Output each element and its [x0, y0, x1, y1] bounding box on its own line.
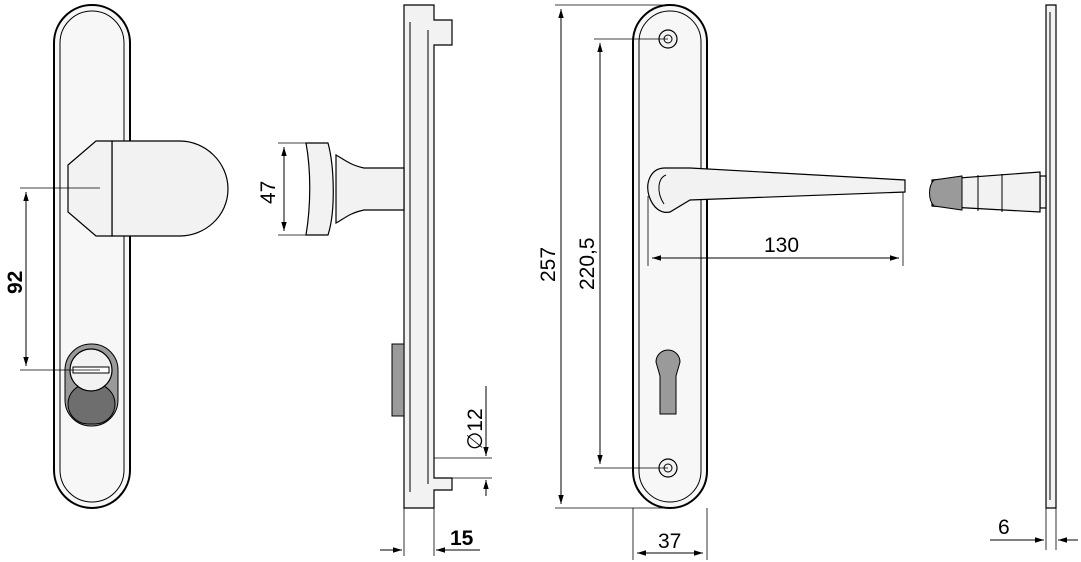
lever-side-tip: [929, 175, 963, 211]
knob-side: [305, 142, 334, 236]
lever-arm: [647, 167, 906, 213]
plate-bevel: [59, 10, 125, 503]
keyhole: [655, 349, 681, 415]
dim-label-47: 47: [257, 181, 280, 204]
cylinder-cover: [64, 343, 119, 427]
dim-label-12: ∅12: [464, 408, 487, 450]
side-view-knob: 47 ∅12 15: [257, 4, 492, 556]
escutcheon-plate: [53, 4, 131, 509]
dim-label-37: 37: [658, 530, 681, 553]
side-cylinder-cover: [391, 343, 405, 417]
dim-label-130: 130: [764, 234, 799, 257]
side-view-lever: 6: [929, 4, 1078, 550]
front-view-lever: 257 220,5 130 37: [537, 4, 906, 560]
lever-side-plate: [1045, 4, 1057, 509]
dim-label-92: 92: [4, 271, 27, 294]
dim-label-257: 257: [537, 247, 560, 282]
knob-cap: [111, 140, 229, 237]
knob-stem: [335, 153, 405, 225]
front-view-knob: 92: [4, 4, 229, 509]
dim-label-6: 6: [998, 516, 1010, 539]
dim-label-15: 15: [450, 527, 474, 550]
lever-plate: [632, 4, 708, 509]
lever-side-rose: [1039, 175, 1047, 209]
dim-label-220: 220,5: [576, 237, 599, 290]
